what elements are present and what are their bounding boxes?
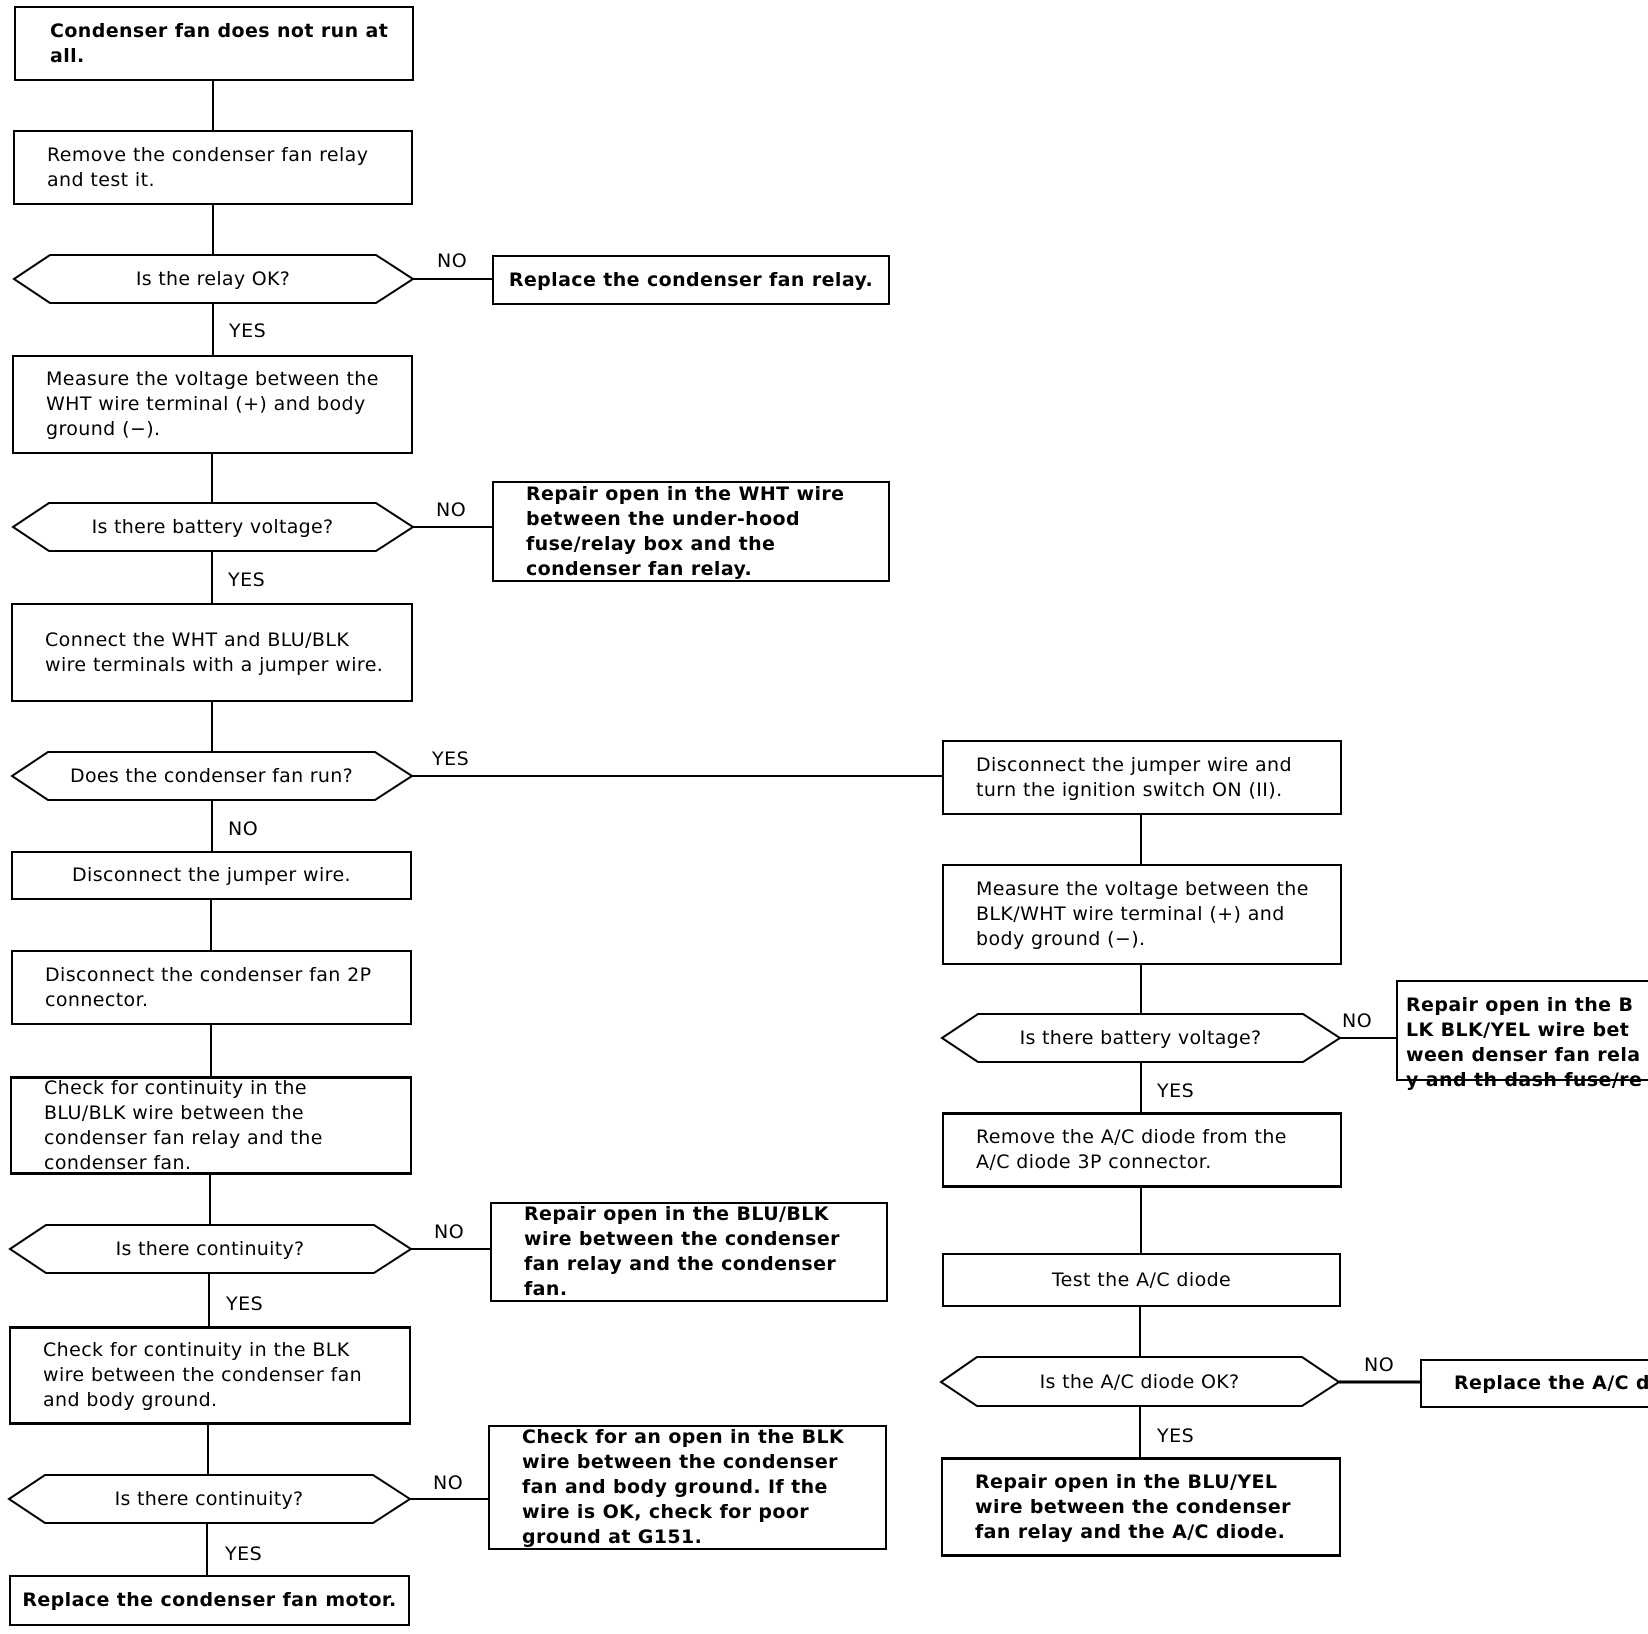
replace-motor-text: Replace the condenser fan motor. [22,1589,397,1611]
check-blu-blk-box: Check for continuity in the BLU/BLK wire… [10,1076,412,1175]
start-box: Condenser fan does not run at all. [14,6,414,81]
repair-blu-yel-text: Repair open in the BLU/YEL wire between … [975,1470,1291,1543]
decision-continuity-1: Is there continuity? [46,1225,374,1273]
measure-blk-wht-box: Measure the voltage between the BLK/WHT … [942,864,1342,965]
no-label: NO [437,250,468,272]
repair-blk-yel-text: Repair open in the BLK BLK/YEL wire betw… [1406,994,1643,1091]
yes-label: YES [228,569,266,591]
no-label: NO [433,1472,464,1494]
yes-label: YES [432,748,470,770]
repair-blk-yel-box: Repair open in the BLK BLK/YEL wire betw… [1396,980,1648,1091]
decision-battery-2-text: Is there battery voltage? [1019,1027,1262,1049]
decision-shape [7,1474,412,1524]
check-open-blk-text: Check for an open in the BLK wire betwee… [522,1426,845,1548]
start-text: Condenser fan does not run at all. [50,19,389,67]
connect-jumper-box: Connect the WHT and BLU/BLK wire termina… [11,603,413,702]
remove-diode-box: Remove the A/C diode from the A/C diode … [942,1112,1342,1188]
repair-blu-yel-box: Repair open in the BLU/YEL wire between … [941,1457,1341,1557]
no-label: NO [1342,1010,1373,1032]
no-label: NO [434,1221,465,1243]
decision-relay-ok: Is the relay OK? [50,255,376,303]
measure-blk-wht-text: Measure the voltage between the BLK/WHT … [976,878,1309,950]
no-label: NO [228,818,259,840]
decision-shape [11,502,415,552]
decision-diode-ok-text: Is the A/C diode OK? [1039,1370,1240,1393]
disconnect-jumper-ign-box: Disconnect the jumper wire and turn the … [942,740,1342,815]
disconnect-2p-box: Disconnect the condenser fan 2P connecto… [11,950,412,1025]
replace-relay-text: Replace the condenser fan relay. [508,268,874,291]
repair-wht-box: Repair open in the WHT wire between the … [492,481,890,582]
repair-blu-blk-box: Repair open in the BLU/BLK wire between … [490,1202,888,1302]
repair-blu-blk-text: Repair open in the BLU/BLK wire between … [524,1203,840,1300]
check-open-blk-box: Check for an open in the BLK wire betwee… [488,1425,887,1550]
replace-relay-box: Replace the condenser fan relay. [492,255,890,305]
disconnect-2p-text: Disconnect the condenser fan 2P connecto… [45,963,372,1011]
measure-wht-box: Measure the voltage between the WHT wire… [12,355,413,454]
repair-wht-text: Repair open in the WHT wire between the … [526,482,845,580]
no-label: NO [1364,1354,1395,1376]
decision-fan-runs-text: Does the condenser fan run? [70,765,353,787]
replace-motor-box: Replace the condenser fan motor. [9,1575,410,1626]
check-blu-blk-text: Check for continuity in the BLU/BLK wire… [44,1076,323,1174]
decision-diode-ok: Is the A/C diode OK? [977,1357,1302,1406]
decision-continuity-1-text: Is there continuity? [115,1238,305,1260]
remove-diode-text: Remove the A/C diode from the A/C diode … [976,1126,1287,1173]
yes-label: YES [229,320,267,342]
decision-battery-1: Is there battery voltage? [49,503,376,551]
replace-diode-box: Replace the A/C dio [1420,1359,1648,1408]
decision-shape [12,254,415,304]
decision-battery-2: Is there battery voltage? [978,1014,1303,1062]
connect-jumper-text: Connect the WHT and BLU/BLK wire termina… [45,628,384,676]
test-diode-box: Test the A/C diode [942,1253,1341,1307]
decision-shape [10,751,414,801]
check-blk-text: Check for continuity in the BLK wire bet… [43,1339,363,1411]
yes-label: YES [226,1293,264,1315]
yes-label: YES [225,1543,263,1565]
yes-label: YES [1157,1080,1195,1102]
decision-relay-ok-text: Is the relay OK? [135,268,291,290]
test-diode-text: Test the A/C diode [1051,1268,1232,1291]
disconnect-jumper-ign-text: Disconnect the jumper wire and turn the … [976,753,1292,801]
remove-relay-box: Remove the condenser fan relay and test … [13,130,413,205]
decision-continuity-2-text: Is there continuity? [114,1488,304,1510]
yes-label: YES [1157,1425,1195,1447]
decision-battery-1-text: Is there battery voltage? [91,516,334,538]
decision-shape [8,1224,413,1274]
disconnect-jumper-text: Disconnect the jumper wire. [72,864,351,886]
decision-shape [940,1013,1342,1063]
decision-continuity-2: Is there continuity? [45,1475,373,1523]
remove-relay-text: Remove the condenser fan relay and test … [47,143,369,191]
replace-diode-text: Replace the A/C dio [1454,1372,1648,1394]
decision-shape [939,1356,1341,1407]
disconnect-jumper-box: Disconnect the jumper wire. [11,851,412,900]
no-label: NO [436,499,467,521]
decision-fan-runs: Does the condenser fan run? [48,752,375,800]
check-blk-box: Check for continuity in the BLK wire bet… [9,1326,411,1425]
measure-wht-text: Measure the voltage between the WHT wire… [46,368,379,440]
